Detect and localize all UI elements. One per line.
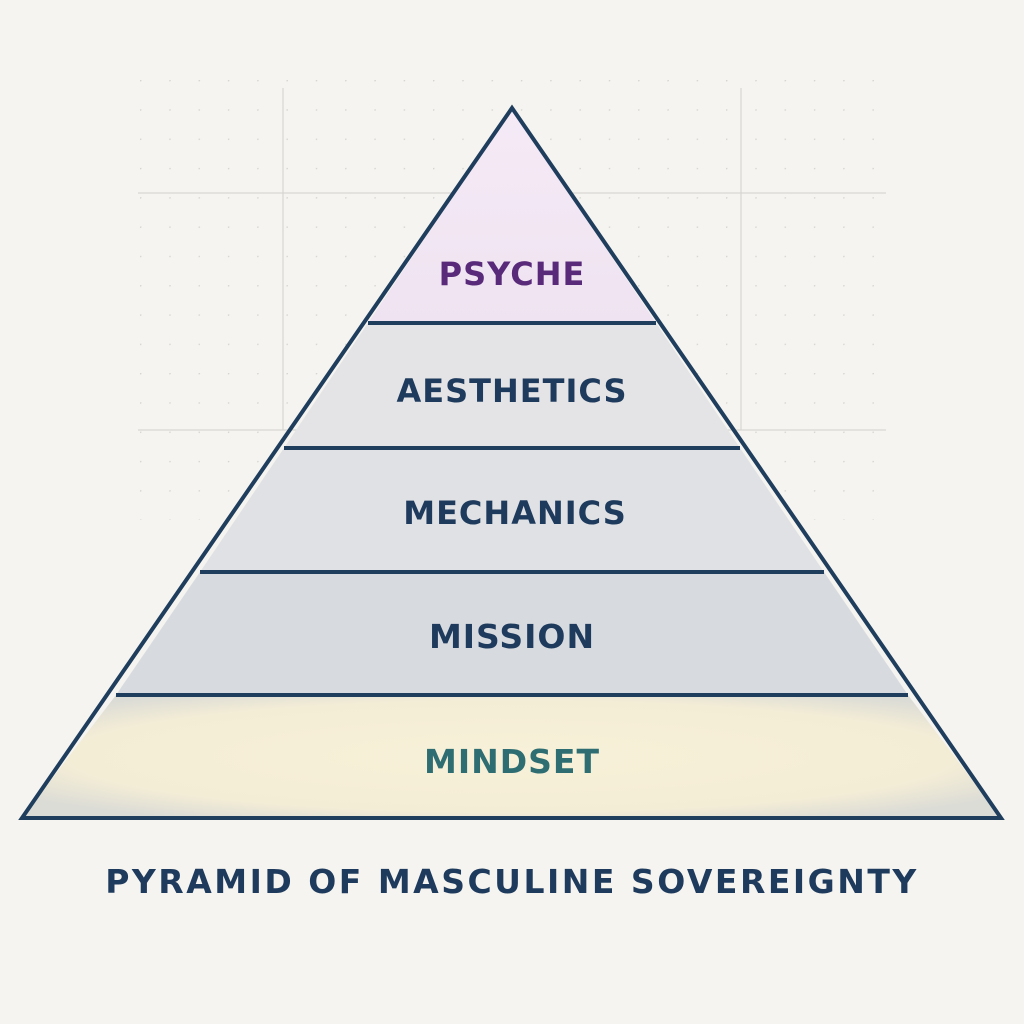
layer-mechanics[interactable]: [200, 448, 824, 572]
layer-label-aesthetics: AESTHETICS: [397, 372, 628, 410]
pyramid-outline: [18, 104, 1005, 820]
pyramid-layers: [22, 108, 1001, 818]
layer-mission[interactable]: [116, 572, 908, 695]
layer-label-psyche: PSYCHE: [439, 255, 586, 293]
layer-label-mechanics: MECHANICS: [403, 494, 627, 532]
diagram-title: PYRAMID OF MASCULINE SOVEREIGNTY: [105, 862, 919, 901]
layer-psyche[interactable]: [368, 108, 656, 323]
layer-label-mindset: MINDSET: [424, 742, 600, 781]
layer-mindset[interactable]: [22, 695, 1001, 818]
layer-aesthetics[interactable]: [284, 323, 740, 448]
layer-label-mission: MISSION: [429, 617, 595, 656]
